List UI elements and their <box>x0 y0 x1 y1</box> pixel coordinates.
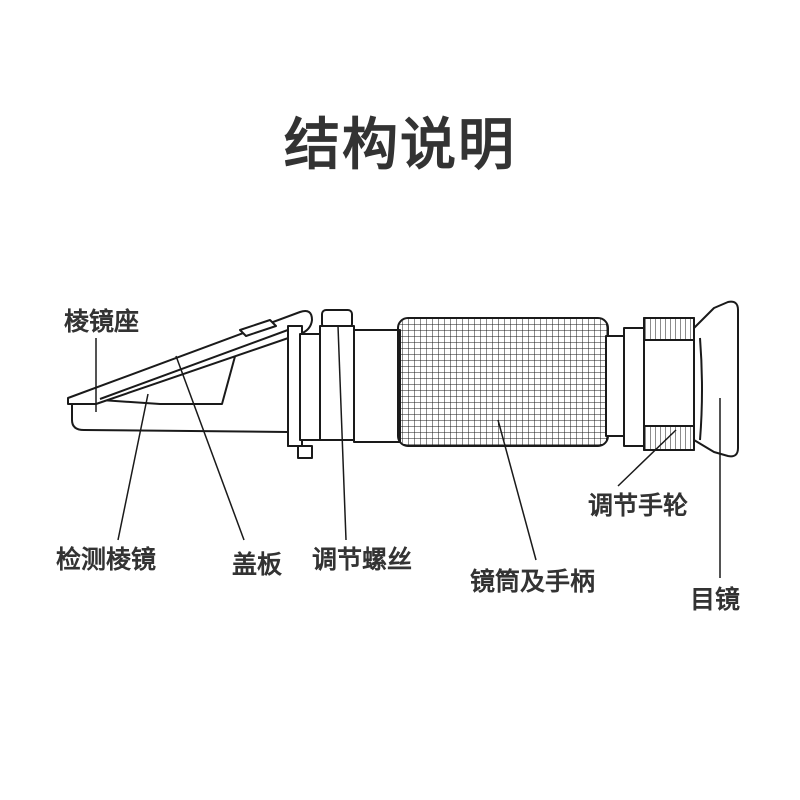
leader-cover-plate <box>175 355 245 541</box>
label-detection-prism: 检测棱镜 <box>56 545 157 574</box>
label-adjust-screw: 调节螺丝 <box>312 545 413 574</box>
leader-tube-handle <box>497 419 537 561</box>
knurled-handle <box>397 317 609 447</box>
label-cover-plate: 盖板 <box>232 550 283 579</box>
label-prism-seat: 棱镜座 <box>64 307 140 336</box>
eyepiece-shape <box>693 300 739 458</box>
page-title: 结构说明 <box>284 113 516 178</box>
leader-adjust-wheel <box>617 429 677 487</box>
label-eyepiece: 目镜 <box>690 585 741 614</box>
label-tube-handle: 镜筒及手柄 <box>470 567 596 596</box>
label-adjust-wheel: 调节手轮 <box>588 491 689 520</box>
leader-detection-prism <box>117 393 149 541</box>
leader-lines <box>95 325 721 578</box>
leader-adjust-screw <box>337 325 347 541</box>
